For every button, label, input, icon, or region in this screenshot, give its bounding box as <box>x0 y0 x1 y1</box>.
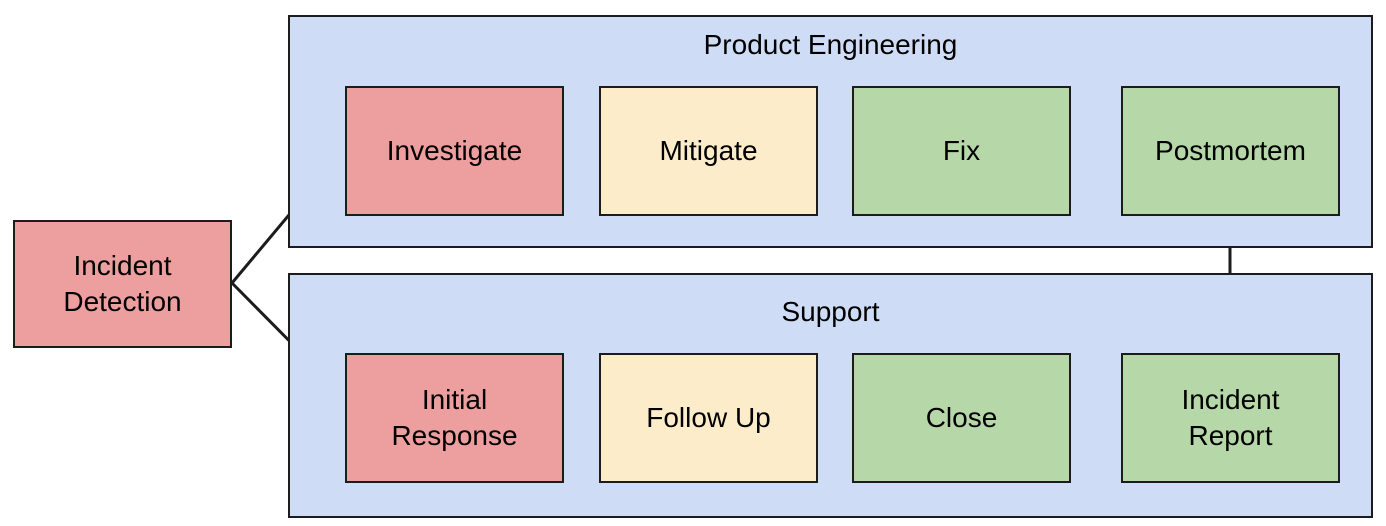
node-postmortem[interactable]: Postmortem <box>1121 86 1340 216</box>
node-label: Postmortem <box>1155 135 1306 166</box>
swimlane-title-product-engineering: Product Engineering <box>703 29 958 60</box>
node-fix[interactable]: Fix <box>852 86 1071 216</box>
node-label: Incident Detection <box>63 250 182 317</box>
node-label: Mitigate <box>659 135 758 166</box>
node-label: Close <box>925 402 998 433</box>
node-initial-response[interactable]: Initial Response <box>345 353 564 483</box>
node-close[interactable]: Close <box>852 353 1071 483</box>
node-label: Fix <box>942 135 981 166</box>
node-incident-detection[interactable]: Incident Detection <box>13 220 232 348</box>
node-label: Incident Report <box>1181 384 1280 451</box>
node-label: Initial Response <box>391 384 518 451</box>
swimlane-title-support: Support <box>781 296 880 327</box>
node-label: Follow Up <box>646 402 771 433</box>
node-investigate[interactable]: Investigate <box>345 86 564 216</box>
node-incident-report[interactable]: Incident Report <box>1121 353 1340 483</box>
node-label: Investigate <box>386 135 523 166</box>
node-mitigate[interactable]: Mitigate <box>599 86 818 216</box>
node-follow-up[interactable]: Follow Up <box>599 353 818 483</box>
